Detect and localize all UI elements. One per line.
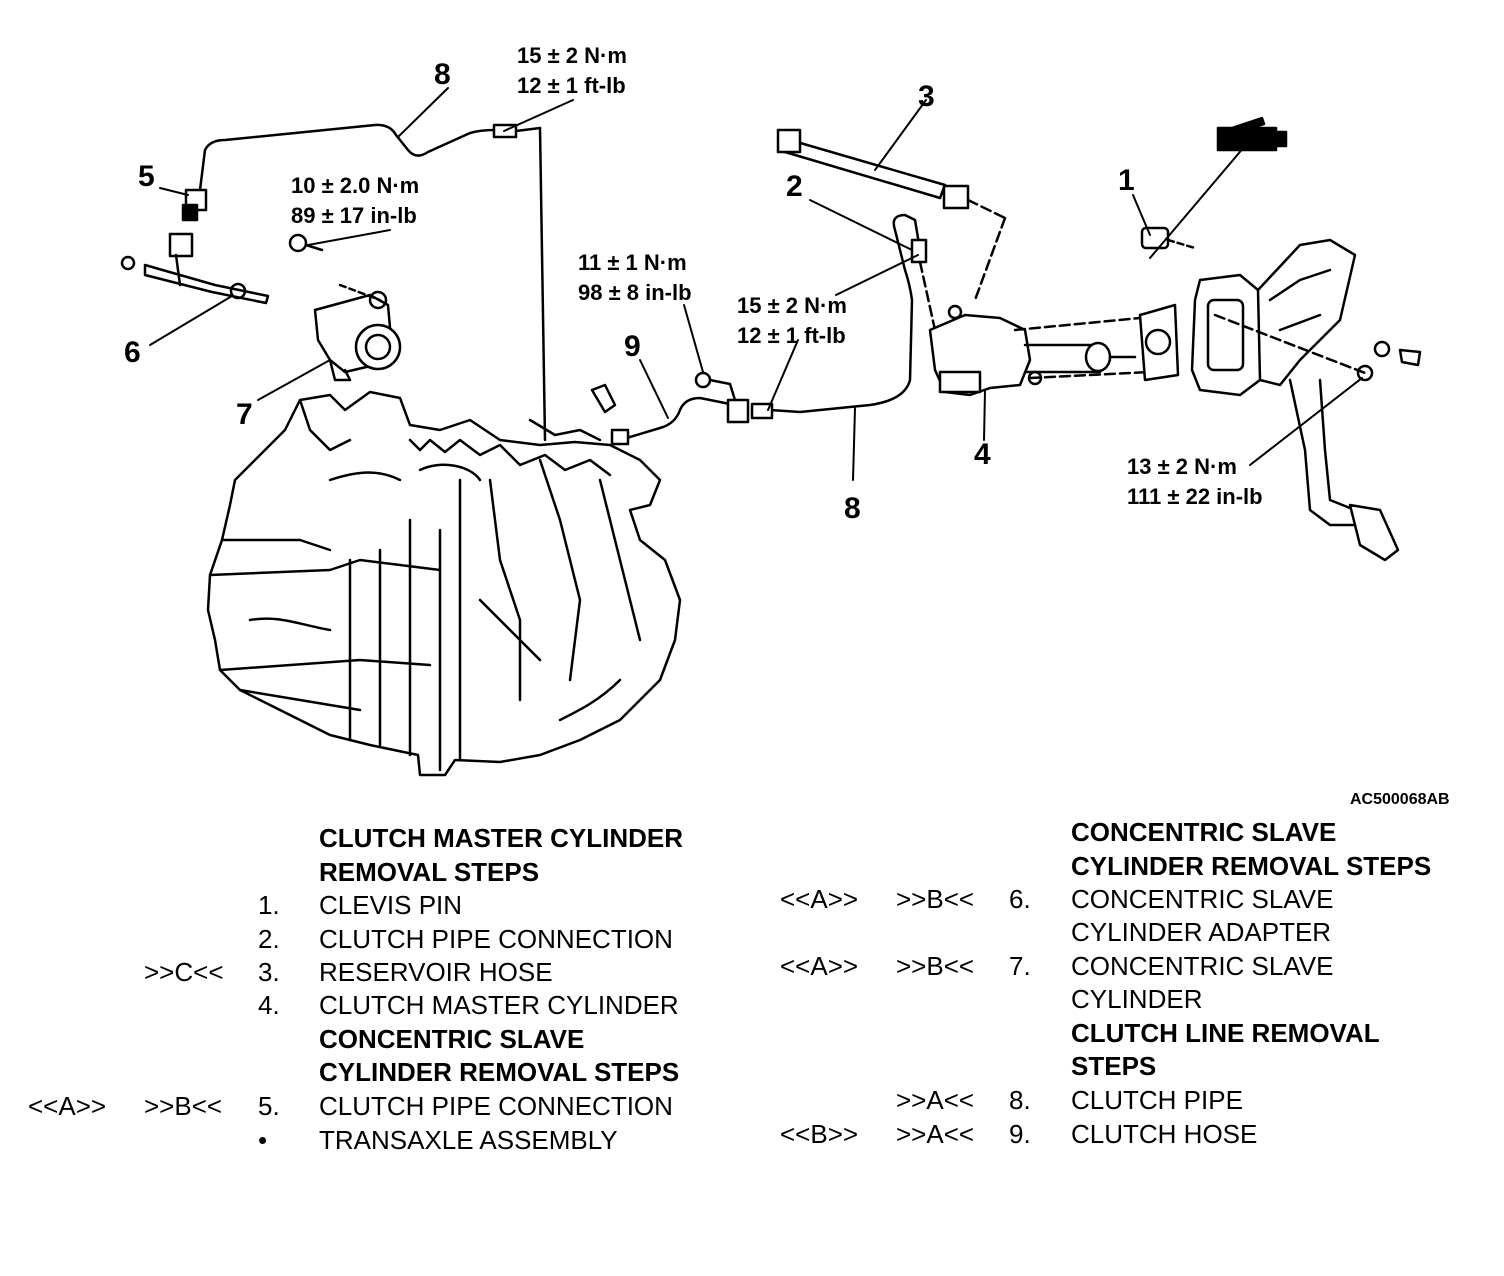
installation-marker: >>C<< [144,957,224,987]
step-number: 6. [1009,884,1031,914]
step-label: CLUTCH PIPE CONNECTION [319,924,673,954]
torque-imperial: 98 ± 8 in-lb [578,280,692,305]
torque-spec-slave-cylinder: 10 ± 2.0 N·m 89 ± 17 in-lb [291,171,419,231]
installation-marker: >>B<< [896,951,975,981]
step-label-line2: CYLINDER [1071,984,1203,1014]
slave-cylinder-heading-line1: CONCENTRIC SLAVE [319,1024,585,1054]
step-number: 9. [1009,1119,1031,1149]
step-label-line1: CONCENTRIC SLAVE [1071,884,1334,914]
callout-2: 2 [786,170,803,203]
bullet-marker: • [258,1125,268,1155]
removal-marker: <<A>> [28,1091,107,1121]
figure-code: AC500068AB [1350,791,1450,808]
step-label: RESERVOIR HOSE [319,957,553,987]
step-number: 2. [258,924,280,954]
transaxle-assembly-drawing [206,390,682,777]
step-number: 8. [1009,1085,1031,1115]
exploded-diagram: 1 2 3 4 5 6 7 8 8 9 15 ± 2 N·m 12 ± 1 ft… [120,41,1450,808]
torque-metric: 15 ± 2 N·m [737,293,847,318]
step-label-line1: CONCENTRIC SLAVE [1071,951,1334,981]
removal-marker: <<A>> [780,951,859,981]
clutch-hose-drawing [590,371,750,446]
torque-metric: 10 ± 2.0 N·m [291,173,420,198]
step-number: 7. [1009,951,1031,981]
torque-imperial: 111 ± 22 in-lb [1127,484,1263,509]
installation-marker: >>A<< [896,1085,975,1115]
torque-imperial: 12 ± 1 ft-lb [737,323,846,348]
clutch-line-heading-line2: STEPS [1071,1051,1157,1081]
torque-spec-upper-pipe: 15 ± 2 N·m 12 ± 1 ft-lb [517,41,627,101]
callout-5: 5 [138,160,155,193]
step-number: 5. [258,1091,280,1121]
callout-4: 4 [974,438,991,471]
installation-marker: >>B<< [144,1091,223,1121]
concentric-slave-cylinder-drawing [288,233,402,382]
torque-spec-clutch-hose: 11 ± 1 N·m 98 ± 8 in-lb [578,248,692,308]
callout-9: 9 [624,330,641,363]
step-number: 4. [258,990,280,1020]
installation-marker: >>B<< [896,884,975,914]
slave-cylinder-adapter-drawing [120,232,270,305]
master-cylinder-heading-line2: REMOVAL STEPS [319,856,540,887]
torque-imperial: 12 ± 1 ft-lb [517,73,626,98]
step-label: CLUTCH MASTER CYLINDER [319,990,679,1020]
clutch-assembly-illustration [120,87,1422,777]
step-label: CLUTCH PIPE [1071,1085,1243,1115]
callout-3: 3 [918,80,935,113]
reservoir-hose-drawing [776,128,1007,302]
callout-1: 1 [1118,164,1135,197]
master-cylinder-heading-line1: CLUTCH MASTER CYLINDER [319,823,683,853]
clutch-line-heading-line1: CLUTCH LINE REMOVAL [1071,1018,1380,1048]
clutch-master-cylinder-drawing [928,303,1180,397]
torque-spec-lower-pipe: 15 ± 2 N·m 12 ± 1 ft-lb [737,291,847,351]
step-label: CLUTCH PIPE CONNECTION [319,1091,673,1121]
callout-8-lower: 8 [844,492,861,525]
legend-left-column: CLUTCH MASTER CYLINDER REMOVAL STEPS 1. … [0,822,740,1162]
removal-marker: <<A>> [780,884,859,914]
slave-cylinder-heading-line1: CONCENTRIC SLAVE [1071,817,1337,847]
step-label-line2: CYLINDER ADAPTER [1071,917,1332,947]
torque-spec-pedal-bracket: 13 ± 2 N·m 111 ± 22 in-lb [1127,452,1263,512]
clevis-pin-drawing [1140,226,1197,250]
step-label: CLEVIS PIN [319,890,463,920]
torque-imperial: 89 ± 17 in-lb [291,203,417,228]
legend-right-column: CONCENTRIC SLAVE CYLINDER REMOVAL STEPS … [760,816,1500,1156]
step-number: 1. [258,890,280,920]
callout-leader-lines [149,87,1363,481]
torque-metric: 13 ± 2 N·m [1127,454,1237,479]
step-label: TRANSAXLE ASSEMBLY [319,1125,618,1155]
torque-metric: 11 ± 1 N·m [578,250,687,275]
slave-cylinder-heading-line2: CYLINDER REMOVAL STEPS [319,1057,680,1087]
step-label: CLUTCH HOSE [1071,1119,1258,1149]
removal-marker: <<B>> [780,1119,859,1149]
clutch-pedal-assembly-drawing [1190,238,1422,562]
callout-6: 6 [124,336,141,369]
slave-cylinder-heading-line2: CYLINDER REMOVAL STEPS [1071,850,1432,881]
step-number: 3. [258,957,280,987]
installation-marker: >>A<< [896,1119,975,1149]
grease-gun-icon [1216,116,1288,152]
torque-metric: 15 ± 2 N·m [517,43,627,68]
callout-8-upper: 8 [434,58,451,91]
clutch-pipe-connection-fitting-drawing [181,188,208,222]
callout-7: 7 [236,398,253,431]
